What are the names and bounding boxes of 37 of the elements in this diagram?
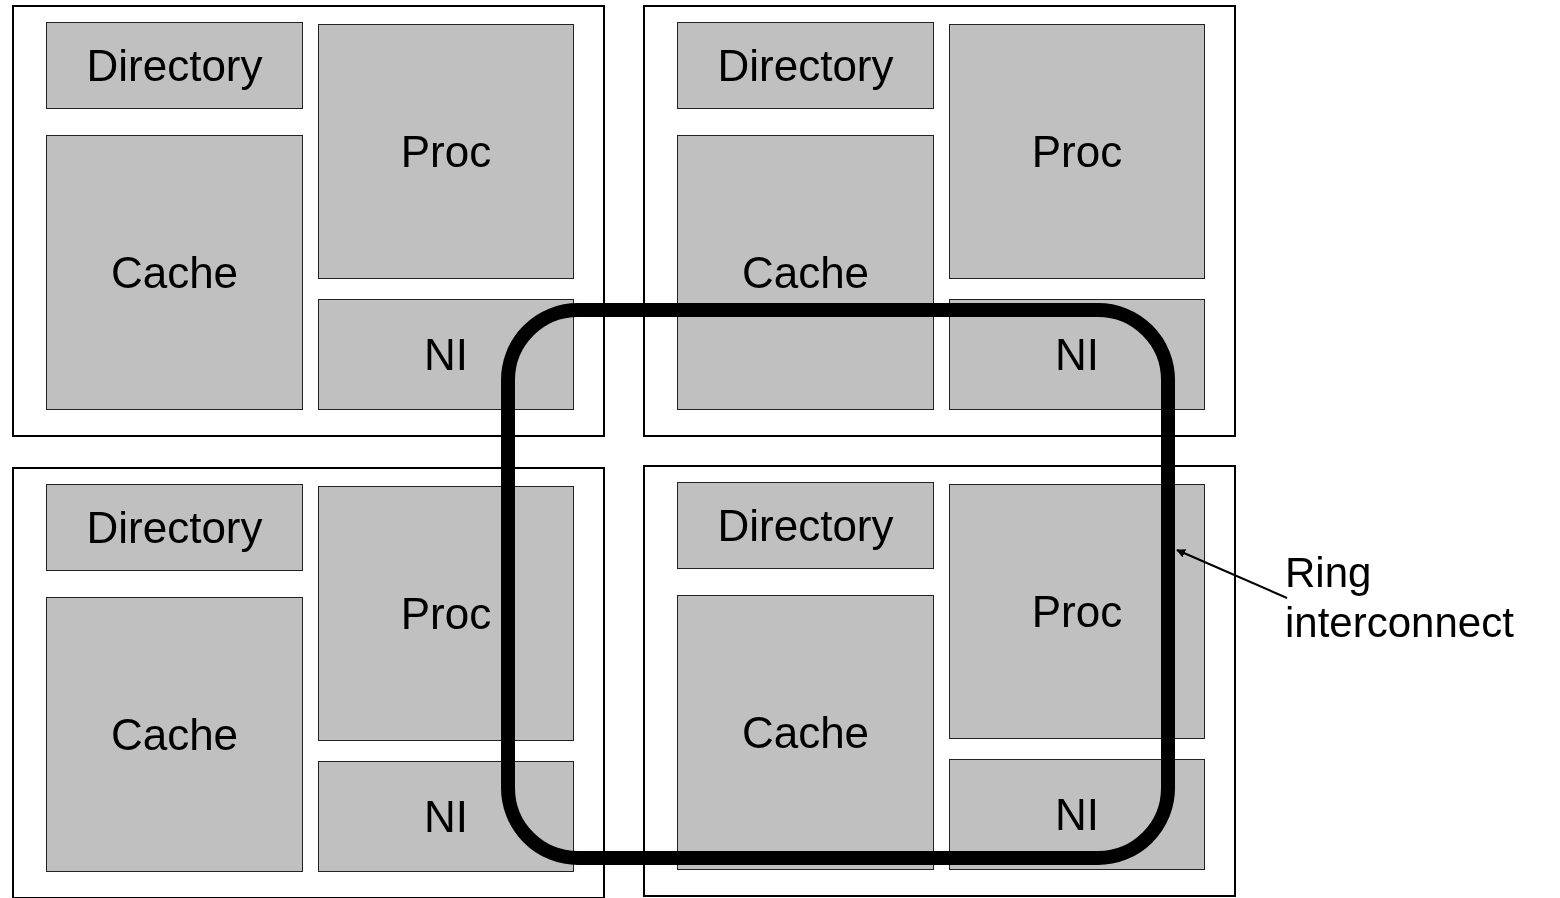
component-box: [318, 24, 574, 279]
leader-line: [1176, 549, 1288, 599]
component-label: Directory: [86, 502, 263, 553]
ring-outline: [501, 303, 1175, 865]
component-box: [677, 595, 934, 870]
component-box: [46, 597, 303, 872]
tile-box: [12, 5, 605, 437]
tile-box: [12, 467, 605, 898]
component-label: Proc: [1031, 586, 1123, 637]
component-box: [46, 22, 303, 109]
component-label: Directory: [86, 40, 263, 91]
component-label: Cache: [110, 247, 239, 298]
component-label: Cache: [110, 709, 239, 760]
component-label: NI: [1055, 789, 1099, 840]
tile-box: [643, 465, 1236, 897]
component-label: Proc: [1031, 126, 1123, 177]
component-label: Cache: [741, 247, 870, 298]
component-box: [46, 484, 303, 571]
component-label: Directory: [717, 40, 894, 91]
component-box: [677, 482, 934, 569]
component-box: [949, 24, 1205, 279]
component-label: Directory: [717, 500, 894, 551]
component-box: [46, 135, 303, 410]
component-label: Proc: [400, 126, 492, 177]
component-label: NI: [1055, 329, 1099, 380]
component-label: NI: [424, 791, 468, 842]
component-box: [949, 484, 1205, 739]
component-box: [318, 761, 574, 872]
component-label: Proc: [400, 588, 492, 639]
callout-text: Ring interconnect: [1285, 548, 1555, 648]
component-label: NI: [424, 329, 468, 380]
tile-box: [643, 5, 1236, 437]
component-box: [677, 22, 934, 109]
component-box: [318, 299, 574, 410]
component-label: Cache: [741, 707, 870, 758]
component-box: [677, 135, 934, 410]
component-box: [318, 486, 574, 741]
